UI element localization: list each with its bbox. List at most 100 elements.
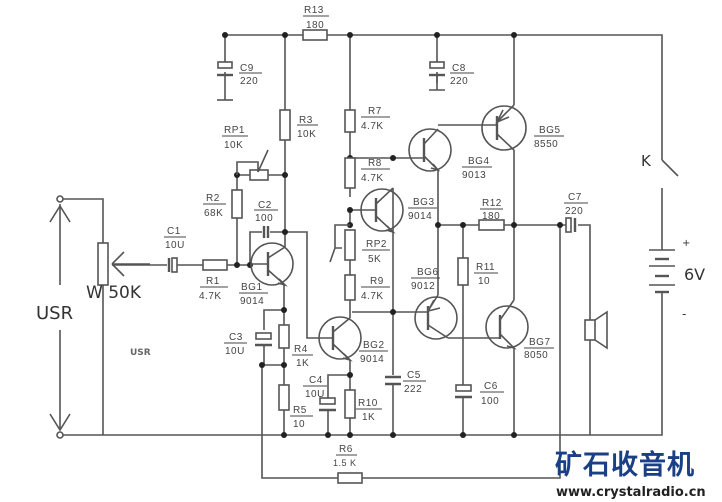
transistor-bg4 (408, 128, 452, 172)
resistor-r10 (344, 389, 356, 419)
input-label-usr-small: USR (130, 348, 151, 358)
label-r10-ref: R10 (358, 398, 378, 409)
transistor-bg2 (318, 316, 362, 362)
transistor-bg7 (485, 299, 529, 350)
label-bg4-value: 9013 (462, 170, 486, 181)
label-c8-value: 220 (450, 76, 468, 87)
label-r2-value: 68K (204, 208, 223, 219)
watermark: 矿石收音机 www.crystalradio.cn (555, 449, 706, 500)
label-r1-ref: R1 (206, 276, 220, 287)
battery-6v (649, 249, 675, 294)
label-c1-value: 10U (165, 240, 185, 251)
label-bg2-value: 9014 (360, 354, 384, 365)
label-rp1-value: 10K (224, 140, 243, 151)
label-r2-ref: R2 (206, 193, 220, 204)
resistor-r11 (457, 257, 469, 286)
label-r8-ref: R8 (368, 158, 382, 169)
capacitor-c7 (565, 217, 577, 233)
label-bg7-ref: BG7 (529, 337, 551, 348)
label-r6-value: 1.5 K (333, 458, 357, 468)
capacitor-c4 (319, 397, 336, 412)
label-r7-value: 4.7K (361, 121, 384, 132)
resistor-r9 (344, 274, 356, 301)
resistors (97, 29, 505, 484)
input-terminals (49, 195, 71, 439)
label-c3-value: 10U (225, 346, 245, 357)
label-r9-value: 4.7K (361, 291, 384, 302)
label-r4-ref: R4 (294, 344, 308, 355)
resistor-r6 (337, 472, 363, 484)
label-c7-ref: C7 (568, 192, 582, 203)
label-r13-value: 180 (306, 20, 324, 31)
label-rp2-value: 5K (368, 254, 381, 265)
label-bg6-ref: BG6 (417, 267, 439, 278)
label-c6-value: 100 (481, 396, 499, 407)
label-r8-value: 4.7K (361, 173, 384, 184)
transistors (250, 104, 529, 362)
label-r6-ref: R6 (339, 444, 353, 455)
label-c3-ref: C3 (229, 332, 243, 343)
resistor-r5 (278, 384, 290, 411)
label-bg7-value: 8050 (524, 350, 548, 361)
resistor-r1 (202, 259, 228, 271)
label-bg1-value: 9014 (240, 296, 264, 307)
watermark-url: www.crystalradio.cn (556, 485, 706, 500)
capacitor-c8 (429, 61, 445, 91)
capacitor-c9 (217, 61, 233, 101)
label-bg1-ref: BG1 (241, 282, 263, 293)
label-r7-ref: R7 (368, 106, 382, 117)
label-r12-value: 180 (482, 211, 500, 222)
battery-label: 6V (684, 265, 705, 284)
label-rp2-ref: RP2 (366, 239, 387, 250)
label-r10-value: 1K (362, 412, 375, 423)
label-bg2-ref: BG2 (363, 340, 385, 351)
label-r11-value: 10 (478, 276, 490, 287)
label-c6-ref: C6 (484, 381, 498, 392)
transistor-bg1 (250, 242, 294, 287)
label-r5-ref: R5 (293, 405, 307, 416)
input-label-usr: USR (36, 303, 73, 324)
resistor-r13 (302, 29, 328, 41)
label-r11-ref: R11 (476, 262, 495, 273)
label-r5-value: 10 (293, 419, 305, 430)
component-labels: R13 180 C9 220 C8 220 R3 10K R7 4.7K RP1… (164, 5, 588, 468)
speaker-icon (584, 310, 608, 350)
label-c9-ref: C9 (240, 63, 254, 74)
switch-k (661, 159, 679, 177)
resistor-r4 (278, 324, 290, 349)
resistor-rp2 (344, 229, 356, 261)
label-c2-value: 100 (255, 213, 273, 224)
volume-pot-label: W 50K (86, 283, 142, 303)
resistor-r7 (344, 109, 356, 133)
label-r4-value: 1K (296, 358, 309, 369)
transistor-bg6 (414, 294, 458, 340)
potentiometer-w (97, 242, 109, 286)
label-bg3-value: 9014 (408, 211, 432, 222)
resistor-r3 (279, 109, 291, 141)
label-r3-ref: R3 (299, 115, 313, 126)
transistor-bg3 (360, 187, 404, 234)
label-bg5-value: 8550 (534, 139, 558, 150)
switch-label: K (641, 152, 652, 170)
battery-minus: - (682, 307, 686, 321)
resistor-r12 (478, 219, 505, 231)
label-c5-ref: C5 (407, 370, 421, 381)
label-c1-ref: C1 (167, 226, 181, 237)
watermark-brand-name: 矿石收音机 (555, 449, 695, 481)
capacitor-c3 (255, 332, 272, 347)
label-r1-value: 4.7K (199, 291, 222, 302)
label-c9-value: 220 (240, 76, 258, 87)
label-c7-value: 220 (565, 206, 583, 217)
label-bg3-ref: BG3 (413, 197, 435, 208)
battery-plus: + (682, 238, 690, 249)
label-r12-ref: R12 (482, 198, 502, 209)
resistor-r2 (231, 189, 243, 219)
label-bg4-ref: BG4 (468, 156, 490, 167)
capacitor-c1 (167, 257, 178, 273)
large-labels: USR USR W 50K K 6V + - (36, 152, 705, 358)
resistor-r8 (344, 157, 356, 189)
label-c8-ref: C8 (452, 63, 466, 74)
label-c2-ref: C2 (258, 200, 272, 211)
capacitor-c6 (455, 384, 472, 399)
